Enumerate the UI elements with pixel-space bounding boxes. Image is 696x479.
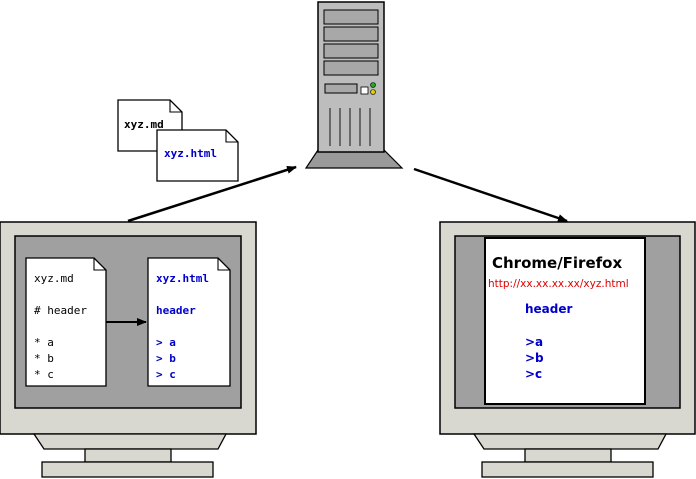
- floating-html-filename: xyz.html: [164, 147, 217, 160]
- html-line-1: header: [156, 304, 196, 317]
- floating-html-doc: xyz.html: [156, 129, 239, 182]
- left-md-doc: xyz.md # header * a * b * c: [25, 257, 107, 387]
- browser-title: Chrome/Firefox: [492, 254, 622, 272]
- browser-url: http://xx.xx.xx.xx/xyz.html: [488, 278, 629, 290]
- md-line-2: * a: [34, 336, 54, 349]
- server-icon: [304, 1, 404, 169]
- left-html-doc: xyz.html header > a > b > c: [147, 257, 231, 387]
- upload-arrow: [127, 165, 297, 223]
- html-line-4: > c: [156, 368, 176, 381]
- html-line-3: > b: [156, 352, 176, 365]
- html-line-2: > a: [156, 336, 176, 349]
- browser-item-a: >a: [525, 335, 543, 349]
- md-line-3: * b: [34, 352, 54, 365]
- html-filename: xyz.html: [156, 272, 209, 285]
- browser-header-text: header: [525, 302, 573, 316]
- browser-item-b: >b: [525, 351, 544, 365]
- floating-md-filename: xyz.md: [124, 118, 164, 131]
- md-line-4: * c: [34, 368, 54, 381]
- serve-arrow: [413, 167, 568, 223]
- browser-window: Chrome/Firefox http://xx.xx.xx.xx/xyz.ht…: [484, 237, 646, 405]
- md-filename: xyz.md: [34, 272, 74, 285]
- md-line-1: # header: [34, 304, 87, 317]
- browser-item-c: >c: [525, 367, 542, 381]
